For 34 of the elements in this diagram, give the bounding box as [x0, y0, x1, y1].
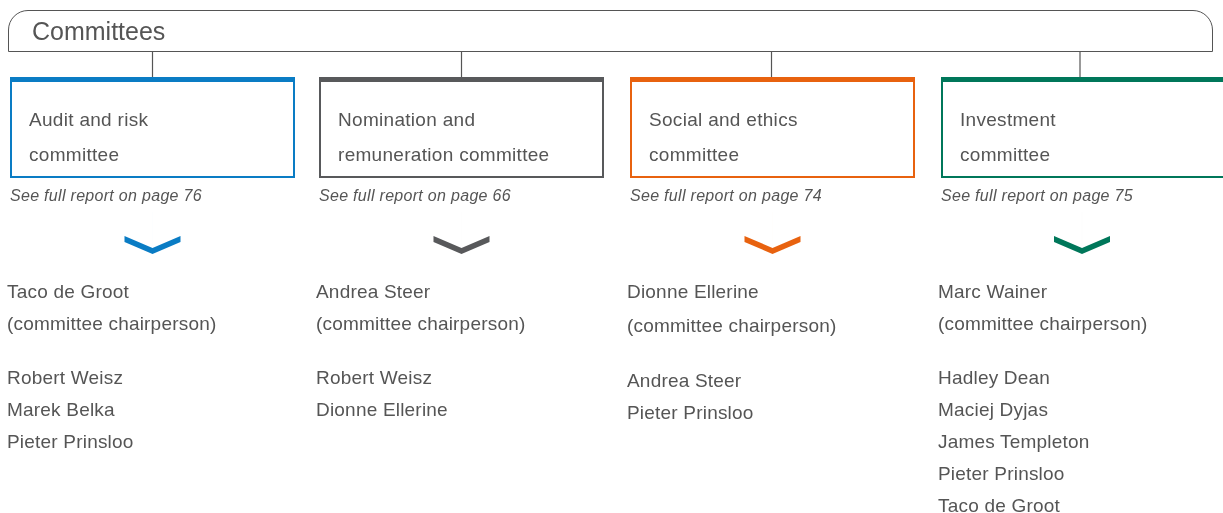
member-name: Andrea Steer: [627, 369, 743, 393]
member-name: Taco de Groot: [938, 494, 1061, 513]
member-name: Robert Weisz: [316, 366, 434, 390]
heading: Committees: [32, 17, 166, 46]
connector-line: [460, 51, 463, 78]
committee-name: Audit and risk committee: [29, 108, 150, 167]
member-role: (committee chairperson): [7, 312, 218, 336]
report-reference: See full report on page 76: [10, 187, 202, 205]
committee-name: Social and ethics committee: [649, 108, 799, 167]
member-name: Pieter Prinsloo: [7, 430, 135, 454]
report-reference: See full report on page 66: [319, 187, 511, 205]
header-band: [8, 10, 1213, 52]
report-reference: See full report on page 75: [941, 187, 1133, 205]
committee-name: Nomination and remuneration committee: [338, 108, 551, 167]
member-name: Robert Weisz: [7, 366, 125, 390]
member-name: Dionne Ellerine: [627, 280, 760, 304]
member-name: Marc Wainer: [938, 280, 1049, 304]
member-name: Dionne Ellerine: [316, 398, 449, 422]
member-role: (committee chairperson): [627, 314, 838, 338]
member-name: Andrea Steer: [316, 280, 432, 304]
member-name: Marek Belka: [7, 398, 116, 422]
connector-line: [1079, 51, 1081, 78]
member-name: Pieter Prinsloo: [938, 462, 1066, 486]
report-reference: See full report on page 74: [630, 187, 822, 205]
member-role: (committee chairperson): [316, 312, 527, 336]
member-name: Maciej Dyjas: [938, 398, 1050, 422]
connector-line: [770, 51, 773, 78]
member-name: James Templeton: [938, 430, 1091, 454]
member-name: Pieter Prinsloo: [627, 401, 755, 425]
connector-line: [151, 51, 154, 78]
committee-name: Investment committee: [960, 108, 1057, 167]
member-name: Taco de Groot: [7, 280, 130, 304]
member-name: Hadley Dean: [938, 366, 1052, 390]
member-role: (committee chairperson): [938, 312, 1149, 336]
